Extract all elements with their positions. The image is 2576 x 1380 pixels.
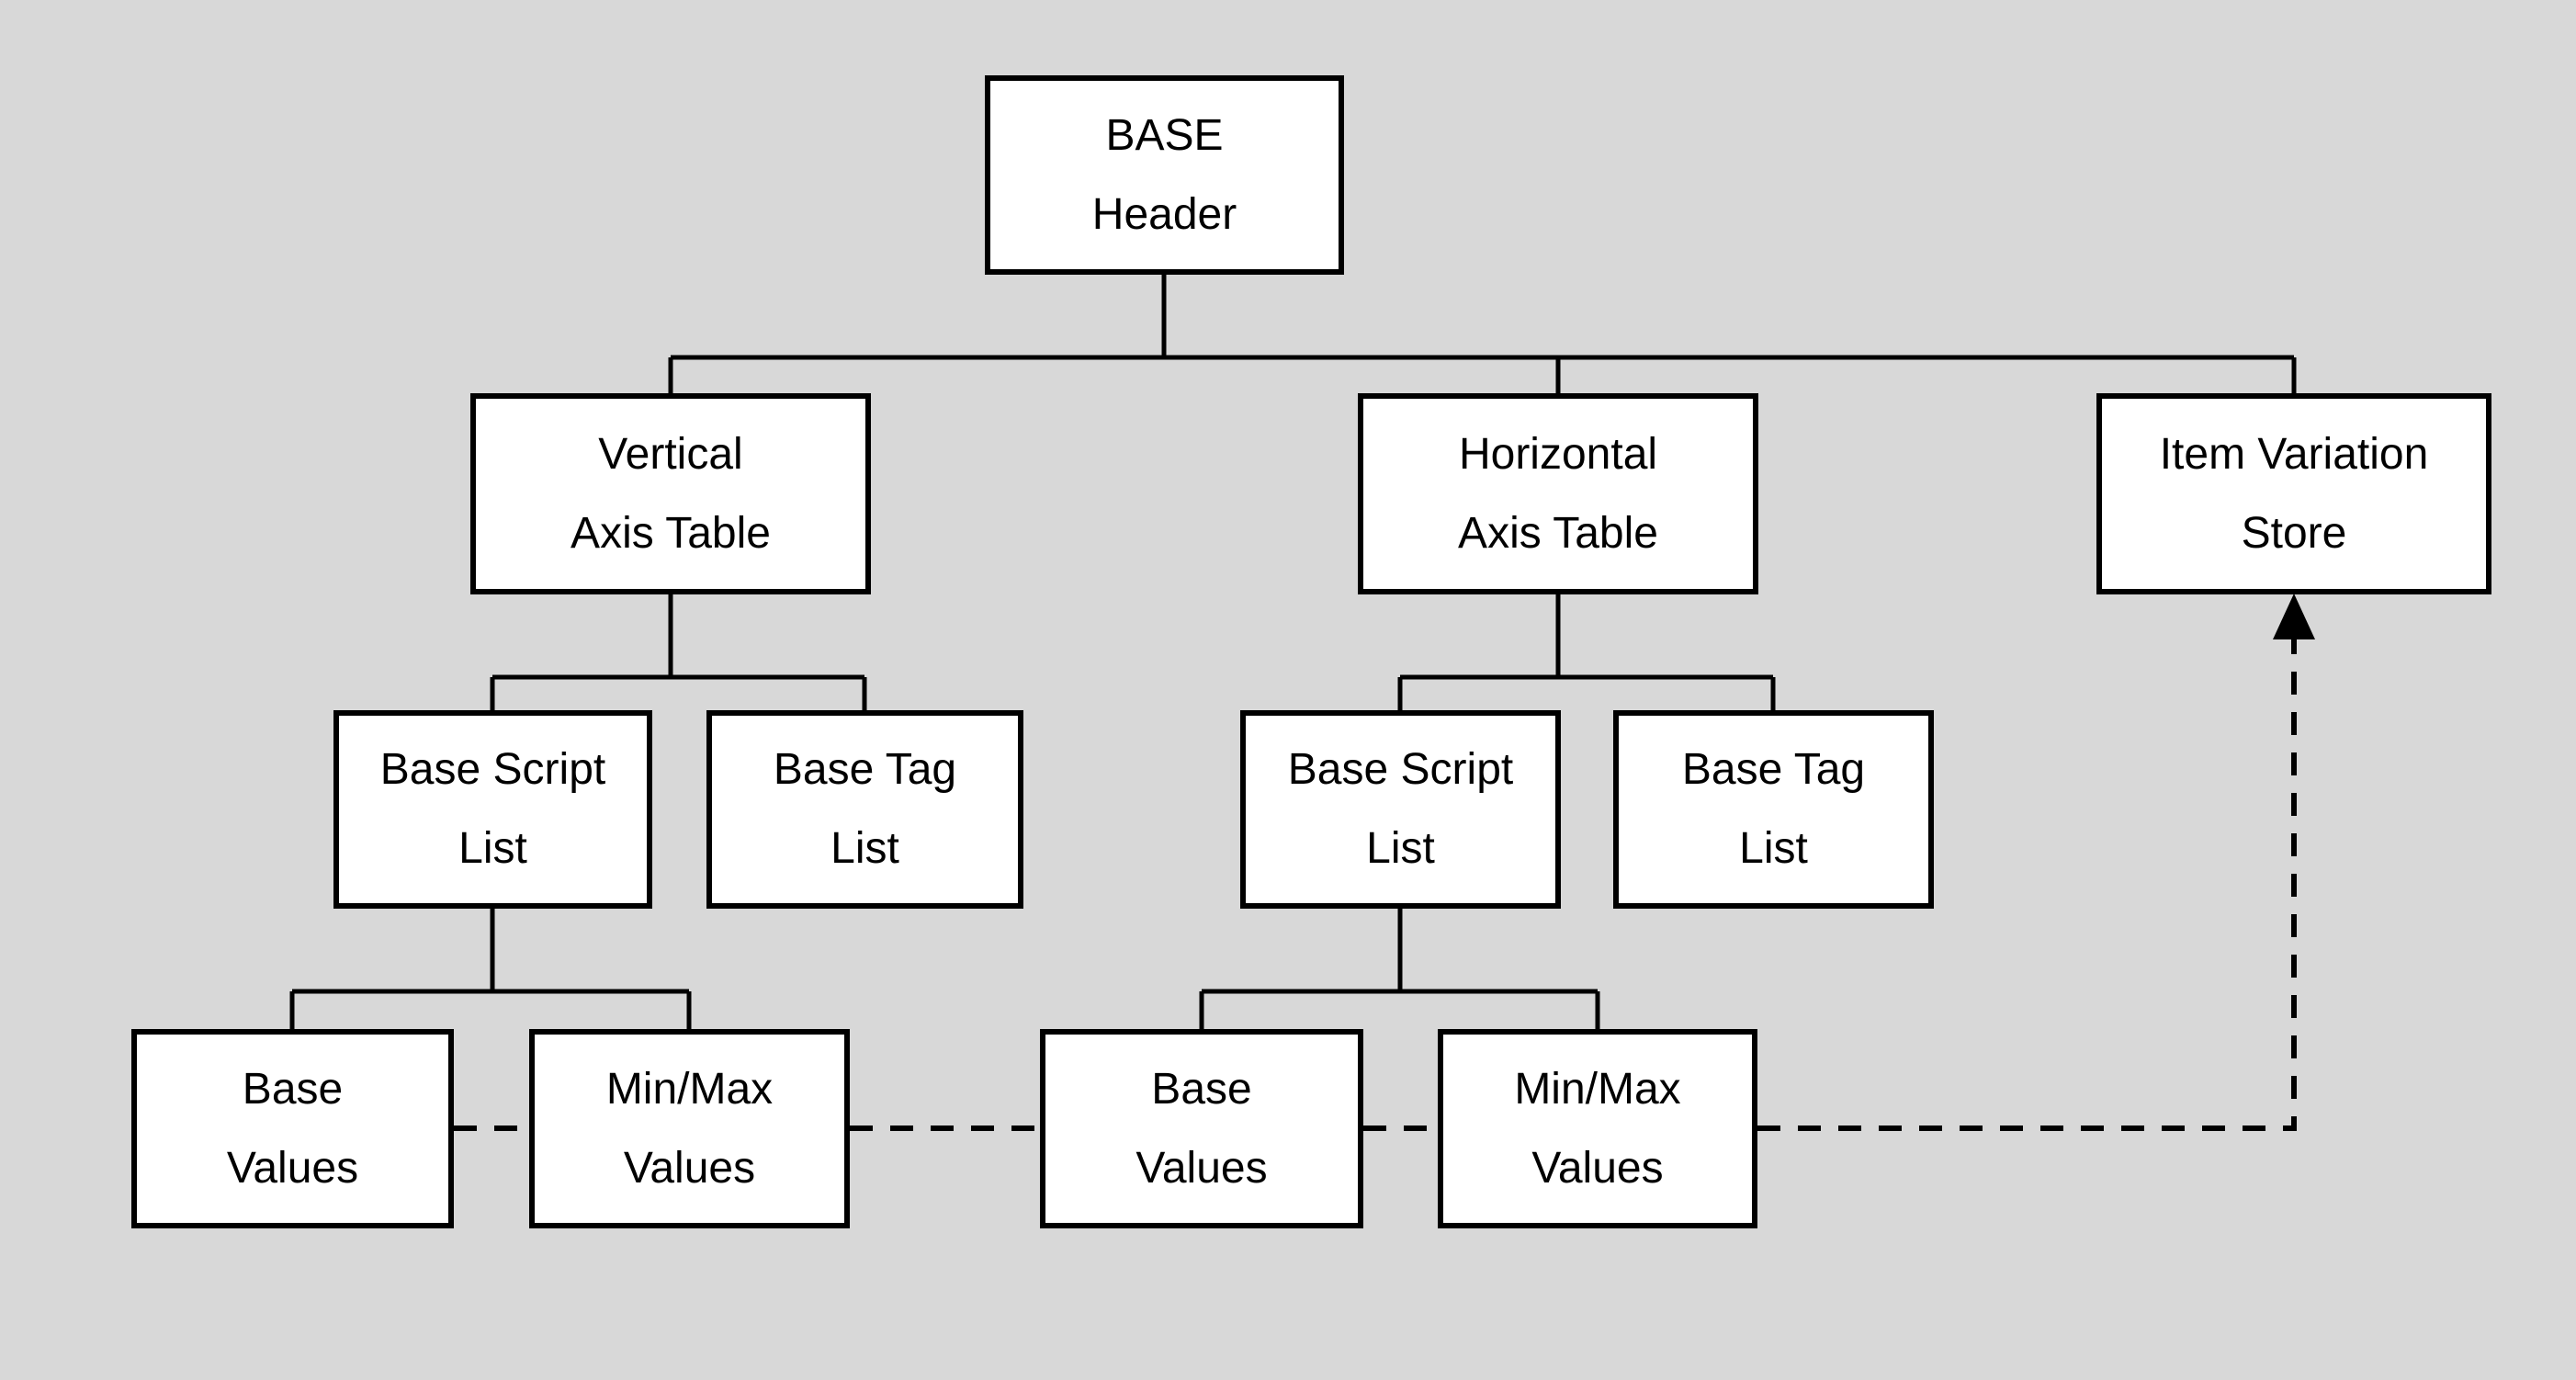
node-item-variation-store: Item Variation Store: [2096, 393, 2491, 594]
node-label-line: List: [458, 824, 527, 873]
node-label-line: Horizontal: [1458, 429, 1658, 479]
node-label-line: List: [1739, 824, 1808, 873]
connector-vertical-axis-tree: [490, 594, 867, 710]
node-label-line: Base Tag: [1681, 745, 1866, 794]
node-label-line: Header: [1091, 189, 1237, 239]
node-label-line: Store: [2241, 508, 2347, 558]
node-min-max-values-left: Min/Max Values: [529, 1029, 850, 1228]
node-base-tag-list-left: Base Tag List: [706, 710, 1023, 909]
node-label-line: Min/Max: [1514, 1064, 1681, 1114]
connector-base-script-left-tree: [289, 909, 692, 1029]
node-min-max-values-right: Min/Max Values: [1438, 1029, 1757, 1228]
node-label-line: Values: [226, 1143, 359, 1193]
node-label-line: Base Tag: [773, 745, 957, 794]
node-label-line: Base: [1151, 1064, 1252, 1114]
node-label-line: Vertical: [598, 429, 743, 479]
node-label-line: Axis Table: [571, 508, 771, 558]
node-label-line: Item Variation: [2159, 429, 2429, 479]
node-base-values-left: Base Values: [131, 1029, 454, 1228]
node-label-line: Base: [242, 1064, 344, 1114]
node-label-line: Values: [623, 1143, 756, 1193]
node-label-line: Axis Table: [1458, 508, 1658, 558]
node-base-values-right: Base Values: [1040, 1029, 1363, 1228]
node-label-line: BASE: [1105, 110, 1224, 160]
node-label-line: Values: [1135, 1143, 1268, 1193]
node-label-line: Base Script: [1287, 745, 1514, 794]
node-label-line: Min/Max: [605, 1064, 774, 1114]
connector-horizontal-axis-tree: [1397, 594, 1776, 710]
node-label-line: List: [1366, 824, 1435, 873]
connector-header-tree: [668, 275, 2297, 393]
connector-base-script-right-tree: [1199, 909, 1600, 1029]
node-label-line: Base Script: [379, 745, 606, 794]
node-label-line: List: [830, 824, 899, 873]
node-base-header: BASE Header: [985, 75, 1344, 275]
node-horizontal-axis-table: Horizontal Axis Table: [1358, 393, 1758, 594]
node-vertical-axis-table: Vertical Axis Table: [470, 393, 871, 594]
dashed-link-to-item-variation-store: [1757, 638, 2297, 1131]
node-base-tag-list-right: Base Tag List: [1613, 710, 1934, 909]
node-label-line: Values: [1531, 1143, 1664, 1193]
arrowhead-up-icon: [2273, 594, 2315, 639]
node-base-script-list-right: Base Script List: [1240, 710, 1561, 909]
node-base-script-list-left: Base Script List: [333, 710, 652, 909]
